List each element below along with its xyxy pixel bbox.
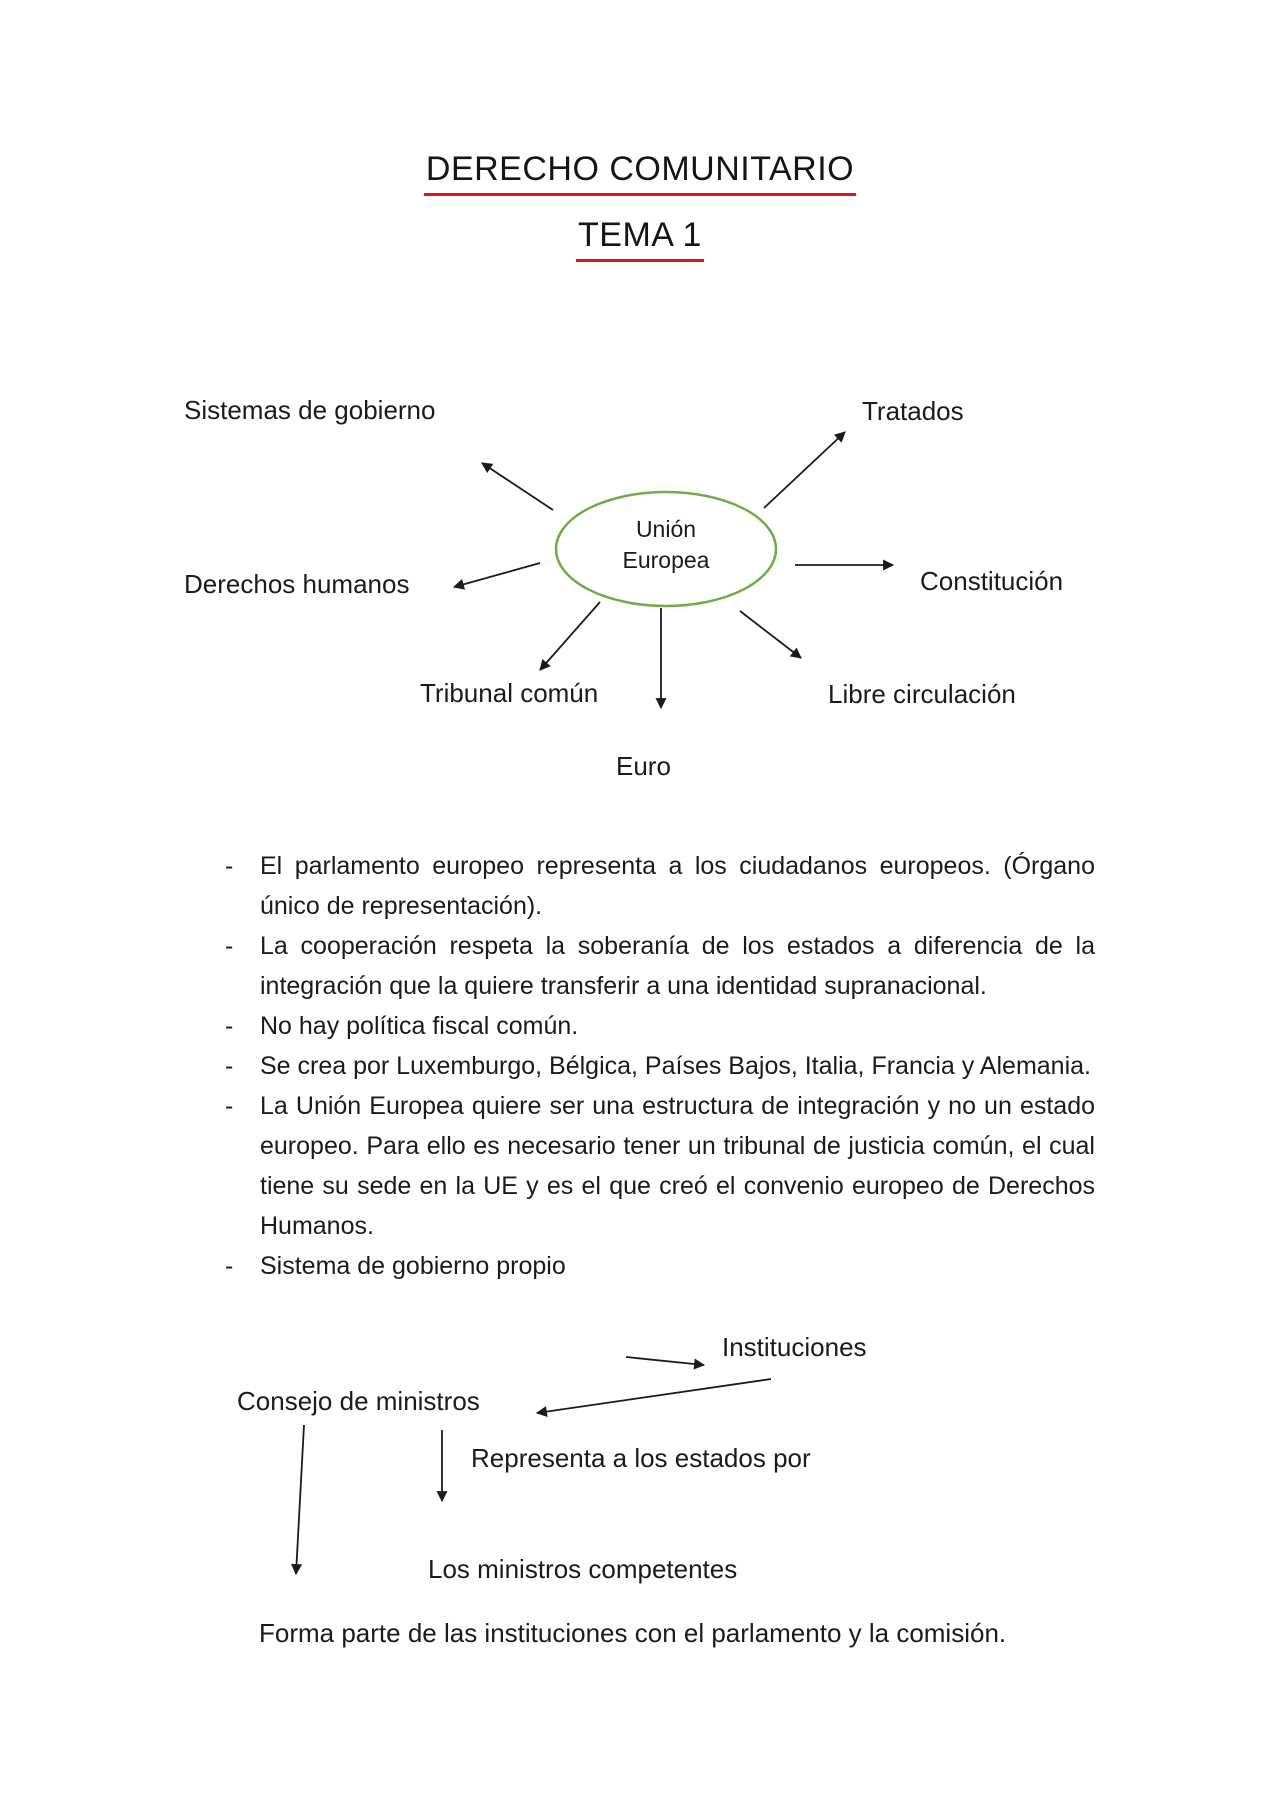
notes-list: El parlamento europeo representa a los c… <box>223 846 1095 1286</box>
list-item: La Unión Europea quiere ser una estructu… <box>223 1086 1095 1246</box>
arrow-union-to-derechos <box>452 562 541 590</box>
diagram-label-tratados: Tratados <box>862 396 964 426</box>
title-row: DERECHO COMUNITARIO <box>0 150 1280 196</box>
diagram-label-tribunal-comun: Tribunal común <box>420 678 599 708</box>
arrow-consejo-down-long <box>291 1424 305 1576</box>
arrow-union-to-tratados <box>763 431 846 509</box>
representa-estados-label: Representa a los estados por <box>471 1443 811 1473</box>
diagram-label-sistemas-de-gobierno: Sistemas de gobierno <box>184 395 436 425</box>
list-item: Sistema de gobierno propio <box>223 1246 1095 1286</box>
forma-parte-label: Forma parte de las instituciones con el … <box>259 1618 1007 1648</box>
consejo-de-ministros-label: Consejo de ministros <box>237 1386 480 1416</box>
ministros-competentes-label: Los ministros competentes <box>428 1554 738 1584</box>
arrow-union-to-sistemas <box>481 462 554 511</box>
subtitle-row: TEMA 1 <box>0 216 1280 262</box>
arrow-union-to-tribunal <box>539 601 601 671</box>
instituciones-label: Instituciones <box>722 1332 867 1362</box>
list-item: No hay política fiscal común. <box>223 1006 1095 1046</box>
list-item: La cooperación respeta la soberanía de l… <box>223 926 1095 1006</box>
diagram-label-derechos-humanos: Derechos humanos <box>184 569 410 599</box>
page-subtitle: TEMA 1 <box>576 216 704 262</box>
arrow-union-to-libre <box>739 610 802 659</box>
page-title: DERECHO COMUNITARIO <box>423 150 857 196</box>
list-item: Se crea por Luxemburgo, Bélgica, Países … <box>223 1046 1095 1086</box>
diagram-label-libre-circulacion: Libre circulación <box>828 679 1016 709</box>
arrow-sistema-to-instituciones <box>625 1356 706 1370</box>
diagram-label-constitucion: Constitución <box>920 566 1064 596</box>
diagram-center-node-label: Unión Europea <box>622 516 710 573</box>
diagram-label-euro: Euro <box>616 751 671 781</box>
list-item: El parlamento europeo representa a los c… <box>223 846 1095 926</box>
arrow-instituciones-to-consejo <box>535 1378 772 1418</box>
